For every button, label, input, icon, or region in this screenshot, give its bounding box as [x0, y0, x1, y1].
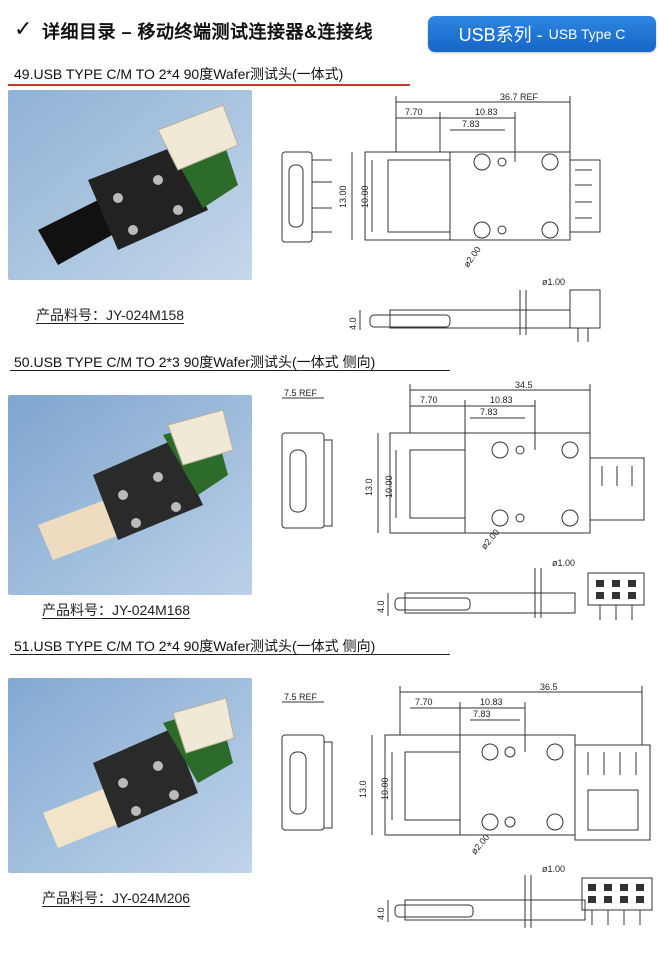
dim-d1-51: 7.70: [415, 697, 433, 707]
dim-d3-50: 7.83: [480, 407, 498, 417]
product-image-51: [8, 678, 252, 873]
section-49-title: 49.USB TYPE C/M TO 2*4 90度Wafer测试头(一体式): [14, 66, 344, 82]
section-50-underline: [10, 370, 450, 371]
product-photo-51: [8, 678, 252, 873]
dim-hole-50: ø2.00: [479, 527, 501, 551]
dim-d2-51: 10.83: [480, 697, 503, 707]
dim-h2-50: 10.00: [384, 475, 394, 498]
dim-pin-49: ø1.00: [542, 277, 565, 287]
series-badge: USB系列 - USB Type C: [428, 16, 656, 52]
checkmark-icon: ✓: [14, 16, 33, 41]
dim-d3-49: 7.83: [462, 119, 480, 129]
dim-total-49: 36.7 REF: [500, 92, 539, 102]
section-49-underline: [8, 84, 410, 86]
page-title: 详细目录 – 移动终端测试连接器&连接线: [42, 22, 374, 42]
dim-d1-49: 7.70: [405, 107, 423, 117]
dim-thick-49: 4.0: [348, 317, 358, 330]
dim-thick-51: 4.0: [376, 907, 386, 920]
badge-main-label: USB系列 -: [458, 25, 543, 45]
dim-total-51: 36.5: [540, 682, 558, 692]
dim-pin-50: ø1.00: [552, 558, 575, 568]
dim-h1-50: 13.0: [364, 478, 374, 496]
dim-d2-50: 10.83: [490, 395, 513, 405]
product-photo-50: [8, 395, 252, 595]
dim-hole-51: ø2.00: [469, 832, 491, 856]
dim-thick-50: 4.0: [376, 600, 386, 613]
badge-sub-label: USB Type C: [548, 26, 626, 42]
dim-ref-51: 7.5 REF: [284, 692, 318, 702]
dim-h2-49: 10.00: [360, 185, 370, 208]
dim-total-50: 34.5: [515, 380, 533, 390]
dim-d1-50: 7.70: [420, 395, 438, 405]
dim-d3-51: 7.83: [473, 709, 491, 719]
drawing-50: 7.5 REF 34.5 7.70 10.83 7.83 13.0 10.00 …: [281, 380, 645, 620]
section-51-underline: [10, 654, 450, 655]
part-number-49: 产品料号：JY-024M158: [36, 307, 185, 323]
dim-pin-51: ø1.00: [542, 864, 565, 874]
part-number-50: 产品料号：JY-024M168: [42, 602, 191, 618]
product-image-50: [8, 395, 252, 595]
drawing-49: 36.7 REF 7.70 10.83 7.83 13.00 10.00 ø2.…: [281, 92, 601, 342]
dim-hole-49: ø2.00: [461, 245, 482, 270]
dim-h1-51: 13.0: [358, 780, 368, 798]
product-photo-49: [8, 90, 252, 280]
dim-h2-51: 10.00: [380, 777, 390, 800]
drawing-51: 7.5 REF 36.5 7.70 10.83 7.83 13.0 10.00 …: [281, 682, 653, 928]
page-header: ✓ 详细目录 – 移动终端测试连接器&连接线 USB系列 - USB Type …: [0, 0, 672, 62]
product-image-49: [8, 90, 252, 280]
section-51-title: 51.USB TYPE C/M TO 2*4 90度Wafer测试头(一体式 侧…: [14, 638, 376, 654]
dim-h1-49: 13.00: [338, 185, 348, 208]
part-number-51: 产品料号：JY-024M206: [42, 890, 191, 906]
section-50-title: 50.USB TYPE C/M TO 2*3 90度Wafer测试头(一体式 侧…: [14, 354, 376, 370]
dim-ref-50: 7.5 REF: [284, 388, 318, 398]
dim-d2-49: 10.83: [475, 107, 498, 117]
